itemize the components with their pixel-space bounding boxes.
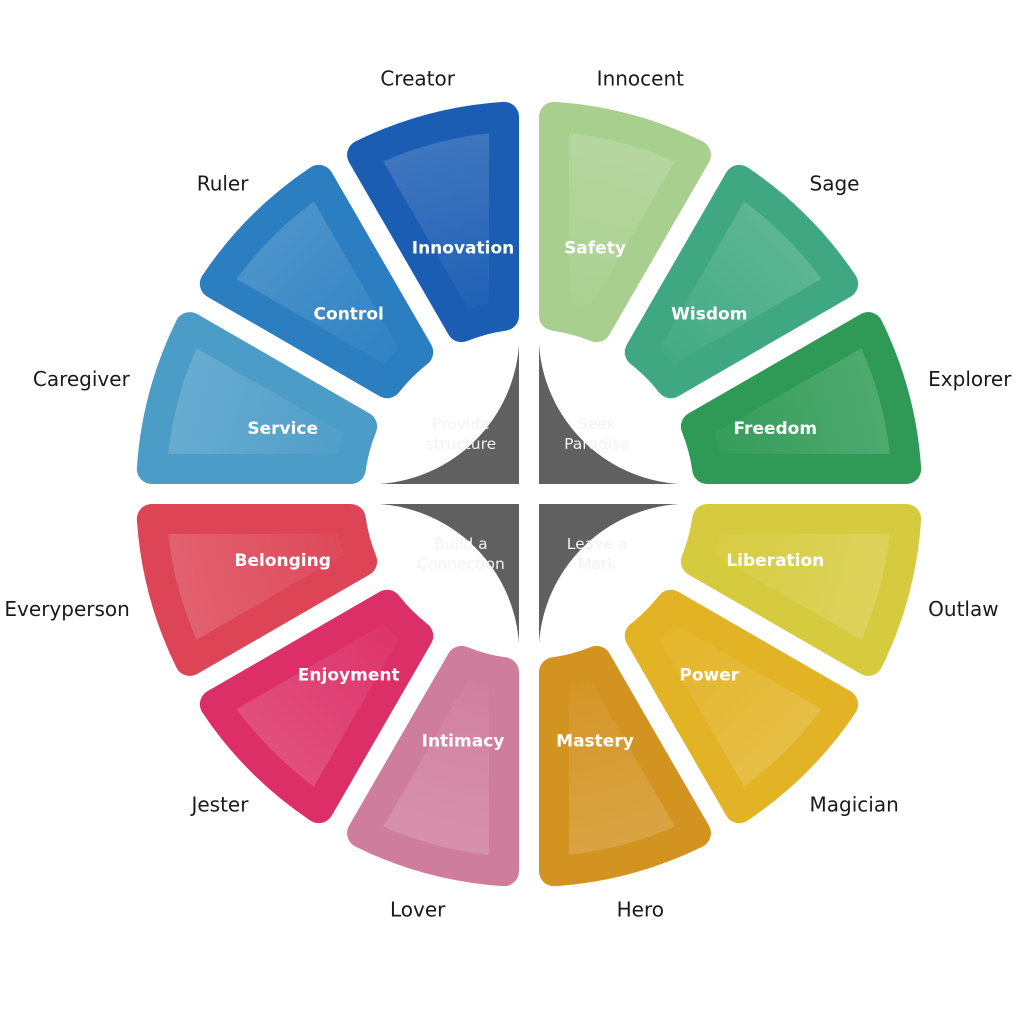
core-quadrant-shape (379, 504, 519, 644)
core-text: Connection (417, 555, 505, 573)
archetype-petal-sage: Wisdom Sage (624, 164, 860, 399)
archetype-name: Ruler (197, 171, 250, 195)
core-text: structure (426, 435, 496, 453)
petal-shape (624, 589, 859, 824)
petal-shape (136, 504, 378, 676)
archetype-value: Safety (564, 239, 626, 259)
archetype-name: Hero (617, 898, 664, 922)
archetype-petal-creator: Innovation Creator (347, 66, 519, 343)
archetype-petal-ruler: Control Ruler (197, 164, 434, 399)
archetype-name: Caregiver (33, 367, 131, 391)
petal-shape (539, 101, 711, 343)
core-quadrant: Leave a Mark (539, 504, 679, 644)
core-quadrant-shape (379, 344, 519, 484)
archetype-petal-caregiver: Service Caregiver (33, 312, 378, 484)
archetype-value: Intimacy (422, 731, 505, 751)
petal-shape (680, 504, 922, 676)
core-text: Seek (578, 415, 616, 433)
petal-shape (624, 164, 859, 399)
archetype-value: Freedom (734, 419, 818, 439)
core-text: Mark (578, 555, 616, 573)
petal-shape (539, 645, 711, 887)
archetype-value: Mastery (556, 731, 634, 751)
archetype-name: Jester (189, 793, 249, 817)
petal-shape (347, 645, 519, 887)
archetype-value: Service (247, 419, 318, 439)
archetype-value: Control (314, 305, 384, 325)
core-quadrant-shape (539, 344, 679, 484)
core-text: Paradise (564, 435, 630, 453)
petal-shape (199, 164, 434, 399)
archetype-name: Creator (380, 66, 455, 90)
core-text: Build a (434, 535, 487, 553)
archetype-value: Power (679, 665, 739, 685)
archetype-value: Belonging (235, 551, 331, 571)
archetype-name: Outlaw (928, 597, 998, 621)
petal-shape (199, 589, 434, 824)
petal-shape (136, 312, 378, 484)
archetype-name: Explorer (928, 367, 1012, 391)
core-quadrant: Provide structure (379, 344, 519, 484)
archetype-value: Enjoyment (298, 665, 400, 685)
archetype-name: Magician (810, 793, 899, 817)
archetype-name: Sage (810, 171, 860, 195)
archetype-value: Wisdom (671, 305, 747, 325)
archetype-petal-explorer: Freedom Explorer (680, 312, 1012, 484)
core-quadrant-shape (539, 504, 679, 644)
core-text: Provide (432, 415, 489, 433)
archetype-name: Everyperson (4, 597, 129, 621)
core-text: Leave a (567, 535, 628, 553)
core-quadrant: Build a Connection (379, 504, 519, 644)
archetype-name: Innocent (597, 66, 684, 90)
archetype-value: Liberation (726, 551, 824, 571)
archetype-name: Lover (390, 898, 446, 922)
archetype-petal-innocent: Safety Innocent (539, 66, 711, 343)
petal-shape (347, 101, 519, 343)
petal-shape (680, 312, 922, 484)
archetype-value: Innovation (412, 239, 515, 259)
